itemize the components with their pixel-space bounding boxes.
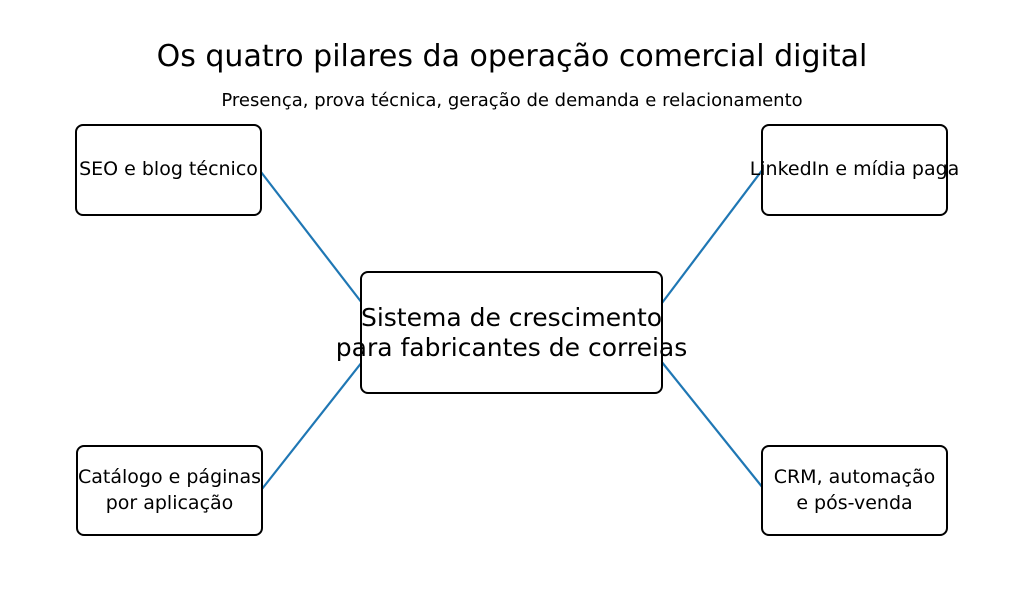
connector-top-right-to-center	[661, 168, 764, 304]
node-catalogo-paginas-label: Catálogo e páginas por aplicação	[78, 466, 261, 514]
diagram-subtitle: Presença, prova técnica, geração de dema…	[221, 90, 803, 111]
diagram-title: Os quatro pilares da operação comercial …	[156, 39, 868, 74]
node-seo-blog-tecnico-label: SEO e blog técnico	[79, 158, 258, 181]
connector-bottom-right-to-center	[660, 360, 764, 489]
node-sistema-crescimento-label: Sistema de crescimento para fabricantes …	[335, 303, 688, 362]
node-linkedin-midia-paga: LinkedIn e mídia paga	[750, 124, 959, 216]
node-crm-automacao-label: CRM, automação e pós-venda	[773, 466, 936, 514]
node-sistema-crescimento: Sistema de crescimento para fabricantes …	[336, 271, 687, 394]
node-crm-automacao: CRM, automação e pós-venda	[761, 445, 948, 536]
connector-bottom-left-to-center	[261, 361, 363, 490]
node-linkedin-midia-paga-label: LinkedIn e mídia paga	[749, 158, 960, 181]
node-seo-blog-tecnico: SEO e blog técnico	[75, 124, 262, 216]
node-catalogo-paginas: Catálogo e páginas por aplicação	[76, 445, 263, 536]
connector-top-left-to-center	[260, 171, 363, 304]
